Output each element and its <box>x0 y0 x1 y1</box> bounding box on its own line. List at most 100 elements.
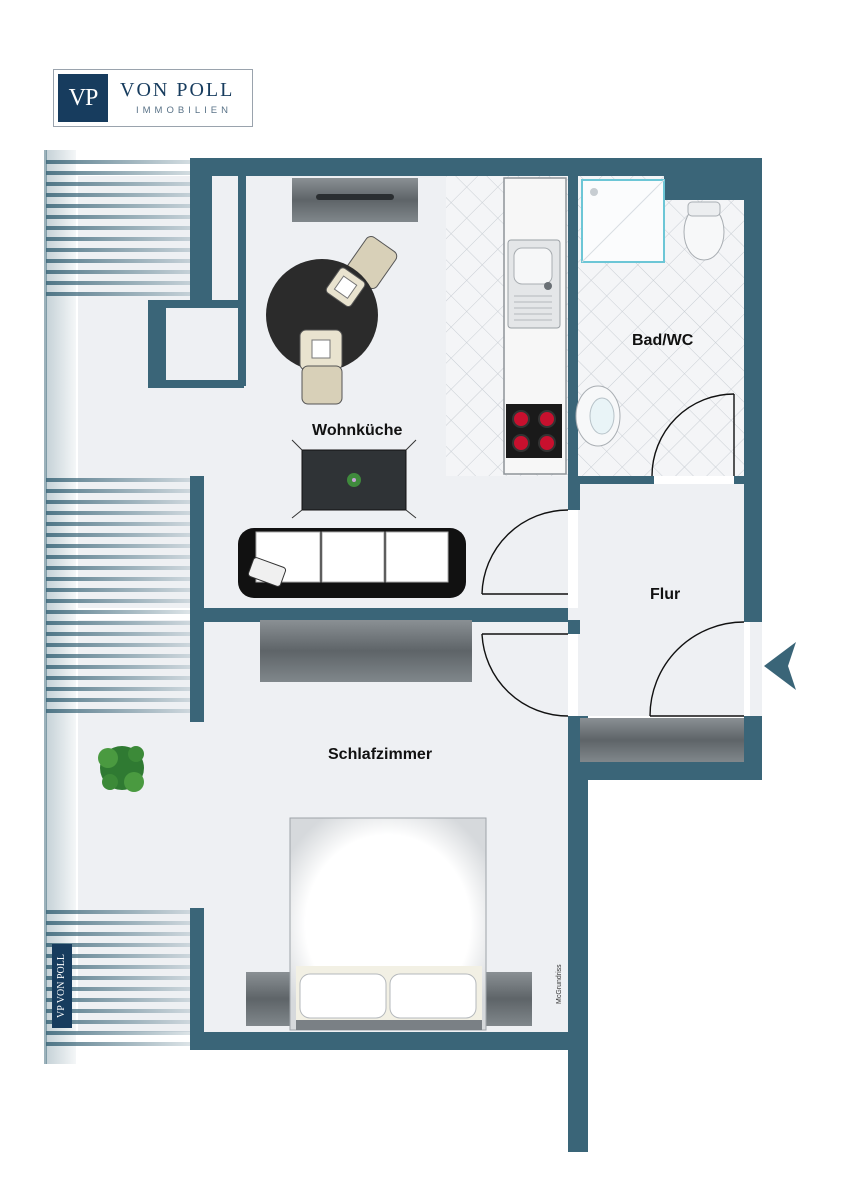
balcony-slat <box>46 676 196 680</box>
wall-left-niche-right <box>238 176 246 386</box>
floor-flur <box>578 484 744 716</box>
balcony-slat <box>46 489 196 493</box>
entry-arrow-icon <box>764 642 796 690</box>
balcony-slat <box>46 478 196 482</box>
balcony-slat <box>46 171 208 175</box>
balcony-slat <box>46 599 196 603</box>
wall-bath-left <box>568 176 578 484</box>
dining-set-icon <box>266 236 398 405</box>
stove-icon <box>506 404 562 458</box>
wall-wardrobe-bottom <box>578 762 762 780</box>
balcony-slat <box>46 643 196 647</box>
balcony-slat <box>46 932 196 936</box>
door-living-arc <box>481 509 569 595</box>
door-bedroom-arc <box>481 633 569 717</box>
wall-hall-left-upper <box>568 476 580 510</box>
wall-left-mid-balcony-bottom <box>190 608 204 722</box>
plant-large-icon <box>98 746 144 792</box>
wall-bottom <box>190 1032 588 1050</box>
balcony-slat <box>46 698 196 702</box>
balcony-slat <box>46 921 196 925</box>
balcony-slat <box>46 281 208 285</box>
room-label-flur: Flur <box>650 586 681 603</box>
brand-name: VON POLL <box>120 79 235 101</box>
balcony-slat <box>46 687 196 691</box>
brand-subtitle: IMMOBILIEN <box>136 105 232 116</box>
balcony-slat <box>46 588 196 592</box>
bedroom-furniture <box>98 620 744 1031</box>
door-entry-arc <box>649 621 745 717</box>
balcony-slat <box>46 226 208 230</box>
balcony-slat <box>46 654 196 658</box>
balcony-slat <box>46 160 208 164</box>
balcony-slat <box>46 577 196 581</box>
balcony-slat <box>46 632 196 636</box>
balcony-slat <box>46 910 196 914</box>
balcony-slat <box>46 965 196 969</box>
credit-text: McGrundriss <box>556 964 563 1004</box>
coffee-table-icon <box>291 439 417 519</box>
nightstand-left-icon <box>246 972 298 1026</box>
wall-left-mid-balcony-top <box>190 476 204 622</box>
balcony-slat <box>46 976 196 980</box>
wall-outer-left-edge <box>44 150 47 1064</box>
wall-bath-bottom <box>578 476 654 484</box>
balcony-slat <box>46 1020 196 1024</box>
balcony-slat <box>46 987 196 991</box>
balcony-slat <box>46 182 208 186</box>
balcony-slat <box>46 259 208 263</box>
balcony-slat <box>46 193 208 197</box>
balcony-slat <box>46 292 208 296</box>
balcony-slat <box>46 566 196 570</box>
wall-divider-living-bed <box>200 608 568 622</box>
wall-niche-top <box>148 300 244 308</box>
room-label-bad: Bad/WC <box>632 332 694 349</box>
brand-logo: VP VON POLL IMMOBILIEN <box>53 69 253 127</box>
brand-mark: VP <box>58 74 108 122</box>
balcony-slat <box>46 610 196 614</box>
sideboard-icon <box>292 178 418 222</box>
doors <box>481 393 745 717</box>
balcony-slat <box>46 943 196 947</box>
balcony-slat <box>46 533 196 537</box>
walls <box>148 158 762 1152</box>
wall-right <box>744 158 762 622</box>
hall-wardrobe-icon <box>580 718 744 762</box>
balcony-slat <box>46 248 208 252</box>
side-brand-text: VP VON POLL <box>56 954 67 1018</box>
sofa-icon <box>238 528 466 598</box>
balcony-slat <box>46 270 208 274</box>
balcony-slat <box>46 998 196 1002</box>
side-brand-logo: VP VON POLL <box>52 944 72 1028</box>
balcony-slat <box>46 1031 196 1035</box>
balcony-slat <box>46 511 196 515</box>
wall-bath-bottom-right <box>734 476 754 484</box>
balcony-slat <box>46 665 196 669</box>
wall-top <box>190 158 762 176</box>
balcony-slat <box>46 1042 196 1046</box>
bath-fixtures <box>575 179 725 447</box>
balcony-slat <box>46 555 196 559</box>
balcony-slat <box>46 204 208 208</box>
wall-left-niche <box>148 300 166 386</box>
wall-bath-top-inner <box>664 176 744 200</box>
wall-left-niche-bottom <box>148 380 244 388</box>
room-label-schlafzimmer: Schlafzimmer <box>328 746 433 763</box>
balcony-slat <box>46 709 196 713</box>
kitchen-counter <box>503 177 567 475</box>
balcony-slat <box>46 215 208 219</box>
balcony-slat <box>46 1009 196 1013</box>
wall-hall-left-lower <box>568 620 580 634</box>
balcony-slat <box>46 522 196 526</box>
wall-hall-bottom <box>568 716 588 1152</box>
bed-icon <box>289 817 487 1031</box>
wardrobe-icon <box>260 620 472 682</box>
balcony-slat <box>46 237 208 241</box>
balcony-slat <box>46 544 196 548</box>
balcony-slat <box>46 621 196 625</box>
wall-left-upper-balcony <box>190 158 212 308</box>
balcony-slat <box>46 954 196 958</box>
nightstand-right-icon <box>480 972 532 1026</box>
balcony-railing <box>46 150 76 1064</box>
